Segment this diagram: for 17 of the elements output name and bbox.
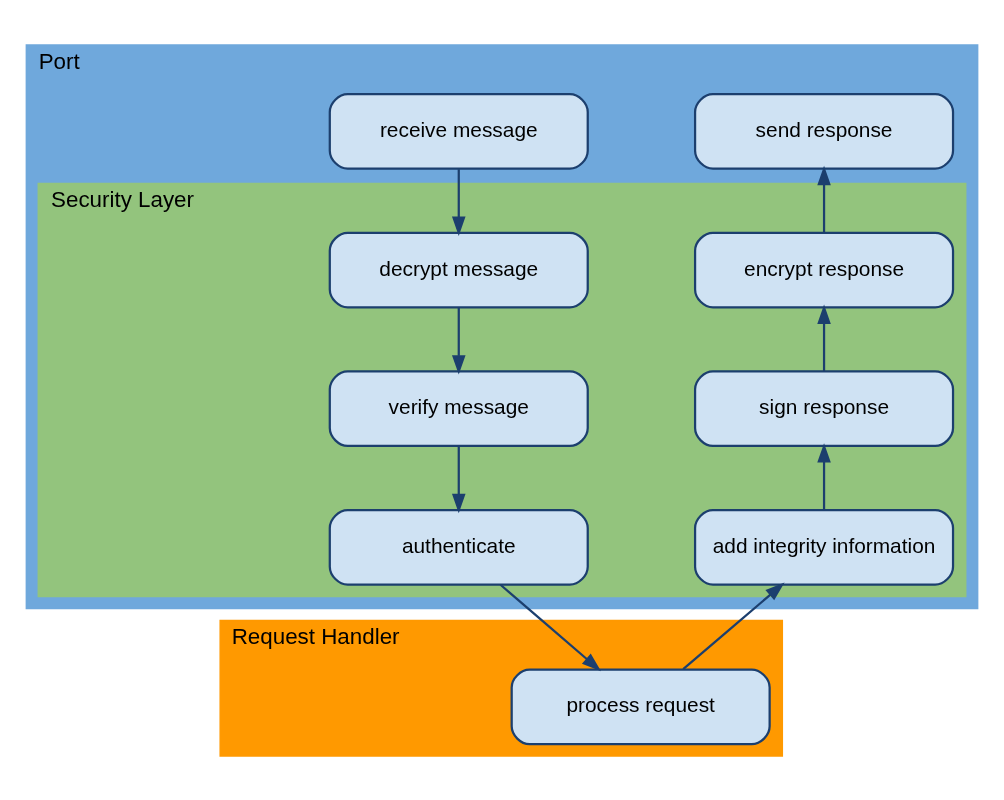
arrow [817, 442, 831, 510]
arrow [451, 446, 466, 513]
arrow [451, 168, 466, 236]
arrow [817, 304, 831, 371]
node-box: add integrity information [693, 508, 955, 586]
arrow [817, 165, 831, 233]
arrow [499, 583, 602, 671]
arrow [451, 307, 466, 375]
node-box: verify message [328, 369, 589, 447]
node-box: sign response [693, 369, 955, 447]
arrow [682, 582, 785, 670]
node-box: process request [510, 668, 771, 745]
node-box: encrypt response [693, 231, 955, 308]
node-box: authenticate [328, 508, 589, 586]
node-box: send response [693, 92, 955, 170]
node-box: receive message [328, 92, 589, 170]
node-box: decrypt message [328, 231, 589, 308]
